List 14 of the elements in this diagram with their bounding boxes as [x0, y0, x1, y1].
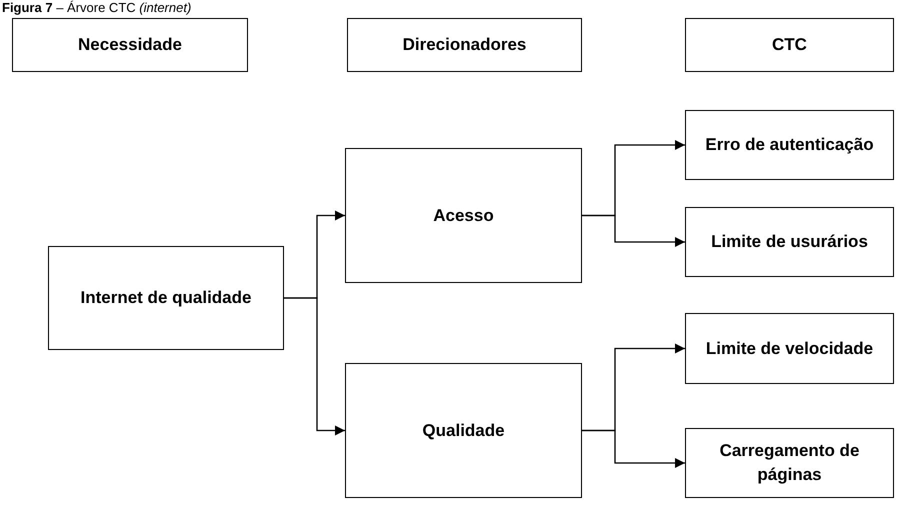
text-box: Limite de velocidade	[685, 313, 894, 384]
text-box: Necessidade	[12, 18, 248, 72]
text-box: Direcionadores	[347, 18, 582, 72]
connector-arrow	[284, 297, 345, 436]
connector-arrow	[582, 430, 685, 468]
text-box: Limite de usurários	[685, 207, 894, 277]
figure-title: Figura 7 – Árvore CTC (internet)	[2, 0, 192, 15]
text-box: Internet de qualidade	[48, 246, 284, 350]
text-box: Acesso	[345, 148, 582, 283]
text-box: Erro de autenticação	[685, 110, 894, 180]
text-box: Qualidade	[345, 363, 582, 498]
text-box: Carregamento de páginas	[685, 428, 894, 498]
text-box: CTC	[685, 18, 894, 72]
connector-arrow	[582, 214, 685, 247]
